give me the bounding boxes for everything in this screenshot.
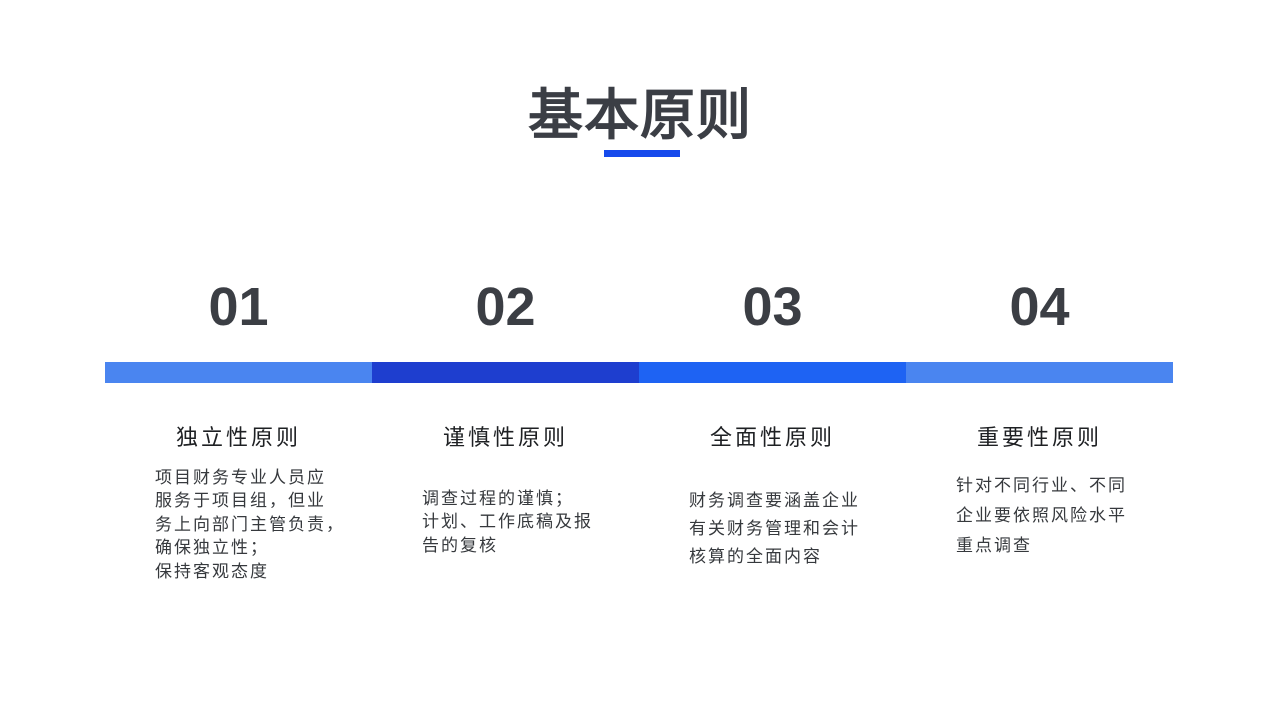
bar-segment [906, 362, 1173, 383]
principle-body: 项目财务专业人员应 服务于项目组，但业 务上向部门主管负责， 确保独立性； 保持… [155, 468, 345, 581]
title-underline [604, 150, 680, 157]
bar-segment [639, 362, 906, 383]
principle-body: 针对不同行业、不同 企业要依照风险水平 重点调查 [956, 476, 1127, 555]
principle-heading: 独立性原则 [175, 425, 301, 450]
principle-body: 调查过程的谨慎； 计划、工作底稿及报 告的复核 [422, 489, 593, 555]
principle-column-3: 03 全面性原则 财务调查要涵盖企业 有关财务管理和会计 核算的全面内容 [639, 280, 906, 583]
principle-heading: 重要性原则 [976, 425, 1102, 450]
principle-body: 财务调查要涵盖企业 有关财务管理和会计 核算的全面内容 [689, 491, 860, 567]
principles-row: 01 独立性原则 项目财务专业人员应 服务于项目组，但业 务上向部门主管负责， … [105, 280, 1173, 583]
principle-number: 04 [1009, 277, 1070, 337]
page-title: 基本原则 [527, 84, 752, 146]
bar-segment [105, 362, 372, 383]
principle-number: 02 [475, 277, 536, 337]
principle-heading: 谨慎性原则 [442, 425, 568, 450]
principle-number: 01 [208, 277, 269, 337]
principle-heading: 全面性原则 [709, 425, 835, 450]
bar-segment [372, 362, 639, 383]
principle-number: 03 [742, 277, 803, 337]
principle-column-4: 04 重要性原则 针对不同行业、不同 企业要依照风险水平 重点调查 [906, 280, 1173, 583]
principle-column-1: 01 独立性原则 项目财务专业人员应 服务于项目组，但业 务上向部门主管负责， … [105, 280, 372, 583]
principle-column-2: 02 谨慎性原则 调查过程的谨慎； 计划、工作底稿及报 告的复核 [372, 280, 639, 583]
